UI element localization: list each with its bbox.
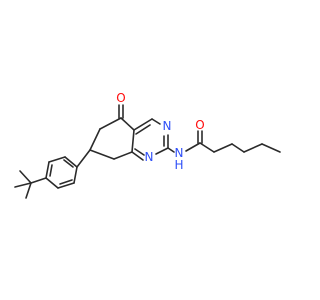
bond [76,149,91,168]
bond [48,156,66,163]
bond [19,170,32,184]
bond [45,161,50,179]
ring-n3-label: N [163,119,172,133]
bond-layer [14,104,281,199]
amide-nh-n-label: N [175,146,184,160]
ring-n1-label: N [145,150,154,164]
amide-oxygen-label: O [195,118,204,132]
bond [134,148,145,156]
bond [59,179,73,185]
ketone-oxygen-label: O [116,91,125,105]
bond [89,149,115,160]
bond [243,143,263,153]
bond [89,128,101,151]
bond [261,143,281,153]
bond [14,182,32,188]
bond [167,147,175,153]
bond [135,124,151,135]
bond [199,142,215,153]
bond [45,177,59,189]
bond [64,156,78,168]
amide-nh-h-label: H [174,158,183,172]
bond [73,166,78,184]
bond [30,177,47,184]
molecule-diagram: O N N N H O [14,91,281,199]
bond [25,182,32,199]
bond [231,143,245,153]
bond [63,159,74,168]
bond [131,151,144,161]
bond [113,151,133,160]
bond [133,118,153,131]
bond [57,182,75,189]
bond [99,117,122,130]
bond [213,143,233,153]
bond [151,118,161,125]
atom-label-layer: O N N N H O [116,91,204,172]
bond [155,147,169,155]
bond [49,164,53,177]
bond [131,129,135,153]
bond [120,117,135,131]
bond [185,142,201,152]
